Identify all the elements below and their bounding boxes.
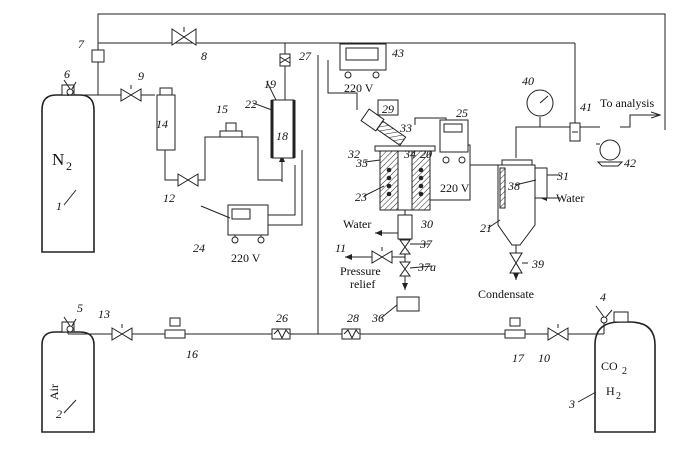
number-1: 1	[56, 199, 62, 213]
number-16: 16	[186, 347, 198, 361]
number-5: 5	[77, 301, 83, 315]
co2-sub: 2	[622, 366, 627, 377]
number-13: 13	[98, 307, 110, 321]
water-label-left: Water	[343, 217, 371, 231]
number-2: 2	[56, 407, 62, 421]
number-19: 19	[264, 77, 276, 91]
number-41: 41	[580, 100, 592, 114]
number-22: 22	[245, 97, 257, 111]
pressure-label: Pressure	[340, 264, 381, 278]
relief-label: relief	[350, 277, 375, 291]
number-18: 18	[276, 129, 288, 143]
number-10: 10	[538, 351, 550, 365]
number-27: 27	[299, 49, 312, 63]
voltage-label-25: 220 V	[440, 181, 470, 195]
h2-sub: 2	[616, 391, 621, 402]
number-14: 14	[156, 117, 168, 131]
number-3: 3	[568, 397, 575, 411]
number-33: 33	[399, 121, 412, 135]
equipment	[156, 43, 548, 312]
h2-label: H	[606, 384, 615, 398]
component-numbers: 1 2 3 4 5 6 7 8 9 10 11 12 13 14 15 16 1…	[56, 37, 636, 421]
number-40: 40	[522, 74, 534, 88]
number-24: 24	[193, 241, 205, 255]
number-30: 30	[420, 217, 433, 231]
text-labels: 220 V 220 V 220 V Water Water Pressure r…	[231, 81, 654, 301]
number-25: 25	[456, 106, 468, 120]
number-9: 9	[138, 69, 144, 83]
leader-lines	[63, 81, 597, 414]
number-39: 39	[531, 257, 544, 271]
number-6: 6	[64, 67, 70, 81]
filters	[271, 53, 361, 340]
air-label: Air	[47, 384, 61, 400]
voltage-label-43: 220 V	[344, 81, 374, 95]
number-26: 26	[276, 311, 288, 325]
number-35: 35	[355, 156, 368, 170]
number-42: 42	[624, 156, 636, 170]
number-21: 21	[480, 221, 492, 235]
air-cylinder: Air	[41, 321, 95, 433]
number-32: 32	[347, 147, 360, 161]
number-36: 36	[371, 311, 384, 325]
number-8: 8	[201, 49, 207, 63]
number-28: 28	[347, 311, 359, 325]
number-15: 15	[216, 102, 228, 116]
to-analysis-label: To analysis	[600, 96, 654, 110]
condensate-label: Condensate	[478, 287, 534, 301]
number-29: 29	[382, 102, 394, 116]
valves	[111, 27, 569, 341]
number-12: 12	[163, 191, 175, 205]
number-4: 4	[600, 290, 606, 304]
number-11: 11	[335, 241, 346, 255]
n2-sub: 2	[66, 159, 72, 173]
number-34: 34	[403, 147, 416, 161]
number-38: 38	[507, 179, 520, 193]
co2-h2-cylinder: CO 2 H 2	[594, 311, 656, 433]
regulators	[63, 49, 624, 339]
number-23: 23	[355, 190, 367, 204]
number-7: 7	[78, 37, 85, 51]
co2-label: CO	[601, 359, 618, 373]
number-31: 31	[556, 169, 569, 183]
number-43: 43	[392, 46, 404, 60]
voltage-label-24: 220 V	[231, 251, 261, 265]
water-label-right: Water	[556, 191, 584, 205]
number-20: 20	[420, 147, 432, 161]
number-17: 17	[512, 351, 525, 365]
n2-cylinder: N 2	[41, 84, 95, 253]
n2-label: N	[52, 150, 64, 169]
